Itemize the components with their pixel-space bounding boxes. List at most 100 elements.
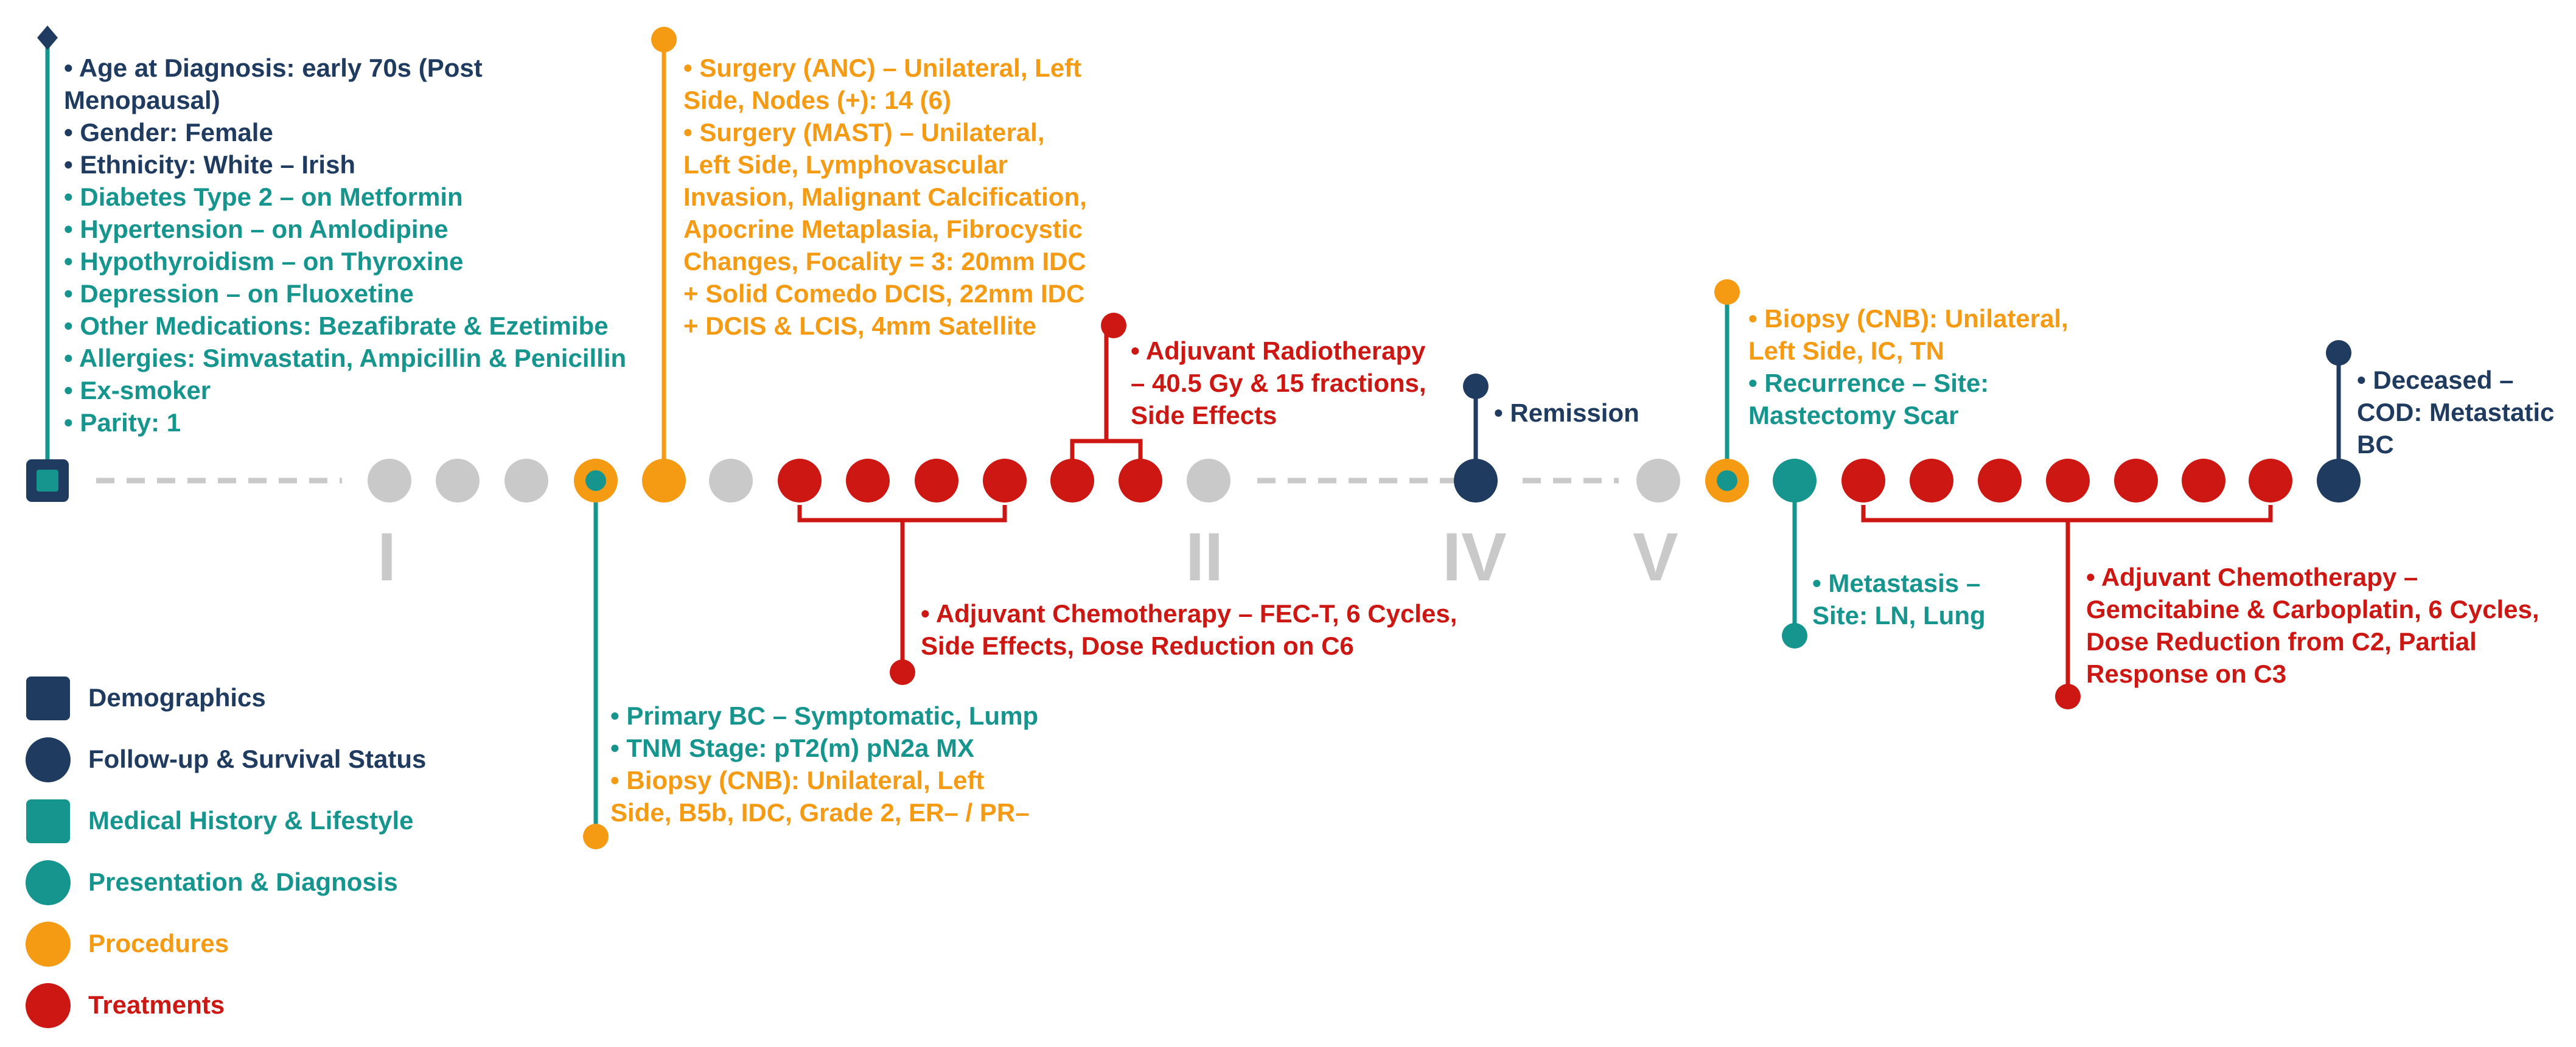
metastasis-line: • Metastasis – (1812, 569, 1981, 597)
end-dot (651, 27, 677, 52)
recurrence-biopsy-line: • Biopsy (CNB): Unilateral, (1748, 304, 2068, 333)
connector-line (797, 505, 1007, 523)
diagnosis-biopsy-line: Side, B5b, IDC, Grade 2, ER– / PR– (610, 798, 1030, 827)
radiotherapy-line: – 40.5 Gy & 15 fractions, (1131, 369, 1426, 397)
surgery-line: Invasion, Malignant Calcification, (683, 183, 1087, 211)
demographics-line: • Gender: Female (64, 118, 273, 147)
recurrence-note: • Biopsy (CNB): Unilateral, Left Side, I… (1748, 302, 2068, 431)
medical-history-line: • Other Medications: Bezafibrate & Ezeti… (64, 311, 609, 340)
demographics-line: • Ethnicity: White – Irish (64, 150, 356, 179)
legend-swatch-circle (26, 983, 71, 1028)
demographics-line: • Age at Diagnosis: early 70s (Post (64, 54, 483, 82)
timeline-node (1119, 459, 1162, 503)
connector-line (1861, 505, 2273, 523)
recurrence-biopsy-line: Left Side, IC, TN (1748, 336, 1945, 365)
stage-label: II (1185, 519, 1224, 595)
medical-history-inner-square (37, 470, 58, 492)
medical-history-line: • Diabetes Type 2 – on Metformin (64, 183, 463, 211)
medical-history-line: • Hypothyroidism – on Thyroxine (64, 247, 464, 276)
demographics-note: • Age at Diagnosis: early 70s (Post Meno… (64, 52, 626, 439)
chemotherapy-2-line: Gemcitabine & Carboplatin, 6 Cycles, (2086, 595, 2539, 624)
timeline-node (778, 459, 822, 503)
medical-history-line: • Parity: 1 (64, 408, 181, 437)
timeline-node (2114, 459, 2158, 503)
remission-note: • Remission (1494, 397, 1639, 429)
legend-label-presentation: Presentation & Diagnosis (88, 868, 398, 896)
end-dot (1101, 313, 1126, 338)
timeline-node (504, 459, 548, 503)
recurrence-site-line: Mastectomy Scar (1748, 401, 1959, 430)
deceased-note: • Deceased – COD: Metastatic BC (2357, 364, 2554, 461)
surgery-line: + DCIS & LCIS, 4mm Satellite (683, 311, 1037, 340)
medical-history-line: • Ex-smoker (64, 376, 211, 405)
deceased-line: • Deceased – (2357, 366, 2514, 394)
presentation-inner-dot (1717, 470, 1737, 491)
surgery-line: • Surgery (MAST) – Unilateral, (683, 118, 1045, 147)
legend-label-medical-history: Medical History & Lifestyle (88, 806, 414, 835)
timeline-node (368, 459, 411, 503)
chemotherapy-1-note: • Adjuvant Chemotherapy – FEC-T, 6 Cycle… (921, 597, 1457, 662)
radiotherapy-note: • Adjuvant Radiotherapy – 40.5 Gy & 15 f… (1131, 335, 1426, 431)
surgery-line: Changes, Focality = 3: 20mm IDC (683, 247, 1086, 276)
chemotherapy-1-line: Side Effects, Dose Reduction on C6 (921, 631, 1354, 660)
stage-label: IV (1442, 519, 1507, 595)
timeline-node (1454, 459, 1498, 503)
timeline-node (1773, 459, 1817, 503)
legend-swatch-circle (26, 860, 71, 905)
end-dot (1782, 623, 1807, 649)
timeline-node (1187, 459, 1230, 503)
surgery-line: Side, Nodes (+): 14 (6) (683, 86, 951, 114)
timeline-node (2046, 459, 2090, 503)
deceased-line: BC (2357, 430, 2394, 459)
timeline-node (983, 459, 1027, 503)
timeline-node (1636, 459, 1680, 503)
timeline-node (436, 459, 480, 503)
metastasis-line: Site: LN, Lung (1812, 601, 1986, 630)
timeline-node (1978, 459, 2022, 503)
chemotherapy-2-line: Dose Reduction from C2, Partial (2086, 627, 2477, 656)
demographics-line: Menopausal) (64, 86, 220, 114)
timeline-node (915, 459, 958, 503)
remission-line: • Remission (1494, 398, 1639, 427)
chemotherapy-2-line: • Adjuvant Chemotherapy – (2086, 563, 2418, 591)
end-dot (2326, 340, 2351, 366)
timeline-node (2182, 459, 2225, 503)
end-dot (890, 659, 915, 685)
radiotherapy-line: Side Effects (1131, 401, 1277, 430)
chemotherapy-1-line: • Adjuvant Chemotherapy – FEC-T, 6 Cycle… (921, 599, 1457, 628)
medical-history-line: • Hypertension – on Amlodipine (64, 215, 449, 243)
legend-swatch-square (26, 799, 70, 843)
surgery-line: Left Side, Lymphovascular (683, 150, 1008, 179)
medical-history-line: • Depression – on Fluoxetine (64, 279, 414, 308)
deceased-line: COD: Metastatic (2357, 398, 2555, 426)
radiotherapy-line: • Adjuvant Radiotherapy (1131, 336, 1426, 365)
timeline-node (2249, 459, 2292, 503)
surgery-line: Apocrine Metaplasia, Fibrocystic (683, 215, 1083, 243)
legend-label-demographics: Demographics (88, 683, 266, 712)
timeline-node (709, 459, 753, 503)
surgery-note: • Surgery (ANC) – Unilateral, Left Side,… (683, 52, 1087, 342)
timeline-node (2317, 459, 2361, 503)
end-dot (1714, 279, 1740, 305)
diagnosis-line: • TNM Stage: pT2(m) pN2a MX (610, 734, 975, 762)
end-dot (583, 824, 609, 849)
timeline-node (846, 459, 890, 503)
medical-history-line: • Allergies: Simvastatin, Ampicillin & P… (64, 344, 627, 372)
stage-label: I (377, 519, 397, 595)
metastasis-note: • Metastasis – Site: LN, Lung (1812, 567, 1986, 631)
diagnosis-biopsy-line: • Biopsy (CNB): Unilateral, Left (610, 766, 985, 795)
legend-label-treatments: Treatments (88, 990, 225, 1019)
surgery-line: + Solid Comedo DCIS, 22mm IDC (683, 279, 1085, 308)
diagnosis-note: • Primary BC – Symptomatic, Lump • TNM S… (610, 700, 1038, 829)
legend-label-procedures: Procedures (88, 929, 229, 958)
recurrence-site-line: • Recurrence – Site: (1748, 369, 1989, 397)
legend-swatch-circle (26, 737, 71, 782)
demographics-diamond (37, 26, 58, 50)
legend-swatch-circle (26, 922, 71, 967)
stage-label: V (1633, 519, 1678, 595)
end-dot (2055, 684, 2081, 709)
timeline-node (1910, 459, 1953, 503)
timeline-node (642, 459, 686, 503)
chemotherapy-2-line: Response on C3 (2086, 659, 2287, 688)
